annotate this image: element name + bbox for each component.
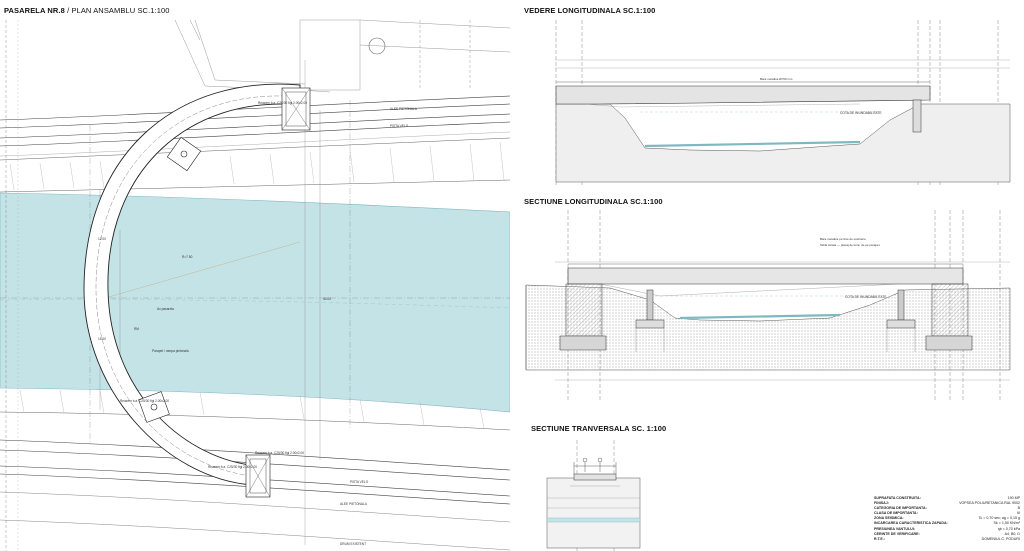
long-view-ground [555,103,1011,183]
long-section-note-1: Bara metalica pe linie de sustinere [820,237,866,241]
longitudinal-section: Bara metalica pe linie de sustinere Tabl… [525,210,1011,400]
legend-row: SUPRAFATA CONSTRUITA:190 MP [874,496,1020,500]
long-view-deck [555,85,931,105]
top-bank-paths [0,95,510,157]
long-view-cota-label: COTA DE INUNDABILITATE [840,111,882,115]
transversal-section-title: SECTIUNE TRANVERSALA SC. 1:100 [531,424,667,433]
long-section-abutments [559,283,973,351]
longitudinal-section-title: SECTIUNE LONGITUDINALA SC.1:100 [524,197,663,206]
top-slope [0,137,510,193]
bottom-slope [0,389,510,431]
label-rm: RM [134,327,139,331]
legend-row: CATEGORIA DE IMPORTANTA:B [874,506,1020,511]
longitudinal-view: Bara metalica Ø=50 mm COTA DE INUNDABILI… [555,20,1011,185]
legend-row: ZONA SEISMICA:Tc = 0,70 sec; ag = 0,15 g [874,516,1020,521]
long-section-cota-label: COTA DE INUNDABILITATE [845,295,887,299]
river-water [0,192,510,413]
plan-text: ALEE PIETONALA PISTA VELO PISTA VELO ALE… [98,101,418,546]
longitudinal-view-title: VEDERE LONGITUDINALA SC.1:100 [524,6,656,15]
transversal-figures [573,457,617,474]
label-dim-r: R=7.50 [182,255,193,259]
label-reazem-4: Reazem b.a. C25/30 figi 2.00x2.00 [255,451,304,455]
label-alee-pietonala-top: ALEE PIETONALA [390,107,418,111]
label-dim-b: 15.00 [98,337,106,341]
legend-row: PRESIUNEA VANTULUI:qb = 0,70 kPa [874,526,1020,531]
label-reazem-2: Reazem b.a. C25/30 figi 2.00x2.00 [120,399,169,403]
long-section-note-2: Tabla striata — placaj de lemn de pe par… [820,243,880,247]
plan-title-sub: / PLAN ANSAMBLU SC.1:100 [64,6,170,15]
long-section-deck [567,267,964,285]
plan-ansamblu: ALEE PIETONALA PISTA VELO PISTA VELO ALE… [0,19,510,551]
label-reazem-1: Reazem b.a. C25/30 figi 2.00x2.00 [258,101,307,105]
label-reazem-3: Reazem b.a. C25/30 figi 2.00x2.00 [208,465,257,469]
project-data-table: SUPRAFATA CONSTRUITA:190 MP FINISAJ:VOPS… [874,496,1020,542]
legend-row: CLASA DE IMPORTANTA:III [874,511,1020,516]
legend-row: FINISAJ:VOPSEA POLIURETANICA RAL 9002 [874,501,1020,506]
transversal-section [546,440,641,551]
plan-title: PASARELA NR.8 / PLAN ANSAMBLU SC.1:100 [4,6,170,15]
legend-row: INCARCAREA CARACTERISTICA ZAPADA:Sk = 1,… [874,521,1020,526]
label-pista-velo-bottom: PISTA VELO [350,480,369,484]
label-ax-pasarela: Ax pasarela [157,307,174,311]
label-dim-c: 40.00 [323,297,331,301]
label-parapet-note: Parapet / rampa pietonala [152,349,189,353]
label-pista-velo-top: PISTA VELO [390,124,409,128]
plan-title-main: PASARELA NR.8 [4,6,65,15]
legend-row: CERINTE DE VERIFICARE:A4, B0, D [874,531,1020,536]
bridge-supports [138,87,311,498]
existing-buildings [174,19,510,93]
label-drum-existent: DRUM EXISTENT [340,542,366,546]
long-view-bara-label: Bara metalica Ø=50 mm [760,77,793,81]
label-dim-a: 12.00 [98,237,106,241]
legend-row: R.T.E.:DOMENIUL C. PODURI [874,536,1020,541]
label-alee-pietonala-bottom: ALEE PIETONALA [340,502,368,506]
